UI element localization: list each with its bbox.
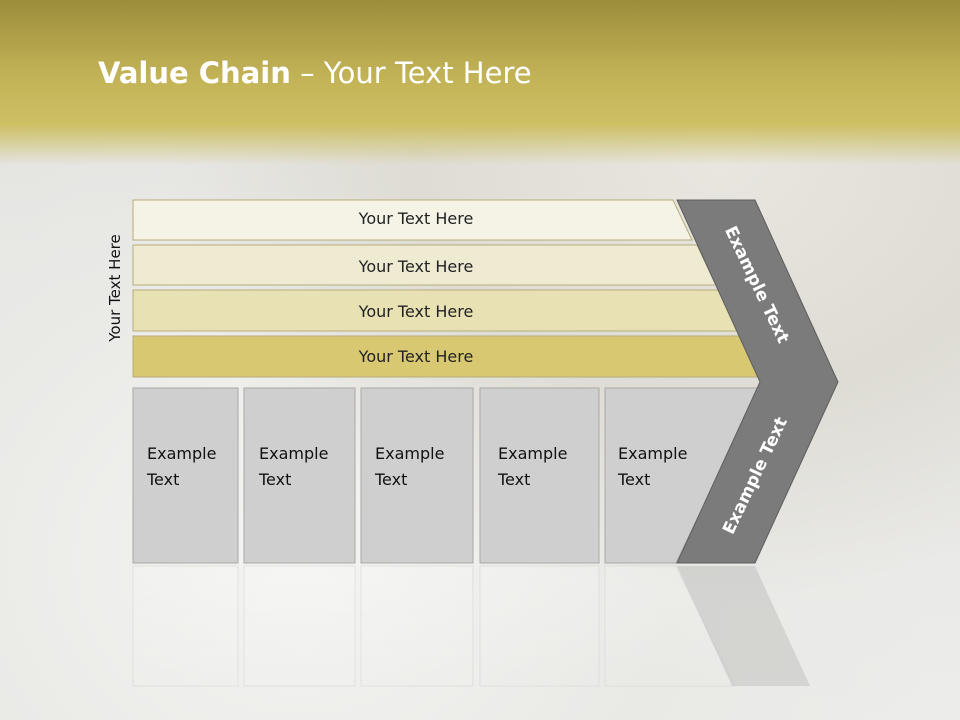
primary-box-4	[479, 387, 600, 564]
slide-title: Value Chain – Your Text Here	[98, 56, 532, 90]
primary-box-4-line2: Text	[497, 470, 530, 489]
diagram-reflection	[132, 565, 810, 687]
title-bold: Value Chain	[98, 56, 291, 90]
primary-box-1-line1: Example	[147, 444, 216, 463]
header-band	[0, 0, 960, 165]
reflection-box-4	[479, 565, 600, 687]
primary-box-1	[132, 387, 239, 564]
primary-box-5	[604, 387, 761, 564]
primary-box-5-line1: Example	[618, 444, 687, 463]
primary-box-4-line1: Example	[498, 444, 567, 463]
primary-box-3	[360, 387, 474, 564]
primary-box-5-line2: Text	[617, 470, 650, 489]
reflection-box-1	[132, 565, 239, 687]
support-bar-1	[132, 199, 693, 241]
primary-box-1-line2: Text	[146, 470, 179, 489]
primary-box-3-line2: Text	[374, 470, 407, 489]
primary-box-2-line2: Text	[258, 470, 291, 489]
support-bar-1-label: Your Text Here	[358, 209, 474, 228]
reflection-box-5	[604, 565, 736, 687]
primary-box-3-line1: Example	[375, 444, 444, 463]
primary-box-2	[243, 387, 356, 564]
support-bar-4-label: Your Text Here	[358, 347, 474, 366]
margin-chevron	[676, 199, 839, 564]
reflection-box-3	[360, 565, 474, 687]
reflection-chevron	[677, 566, 810, 686]
primary-box-2-line1: Example	[259, 444, 328, 463]
support-bar-3-label: Your Text Here	[358, 302, 474, 321]
support-bar-2-label: Your Text Here	[358, 257, 474, 276]
reflection-box-2	[243, 565, 356, 687]
title-rest: – Your Text Here	[290, 56, 532, 90]
